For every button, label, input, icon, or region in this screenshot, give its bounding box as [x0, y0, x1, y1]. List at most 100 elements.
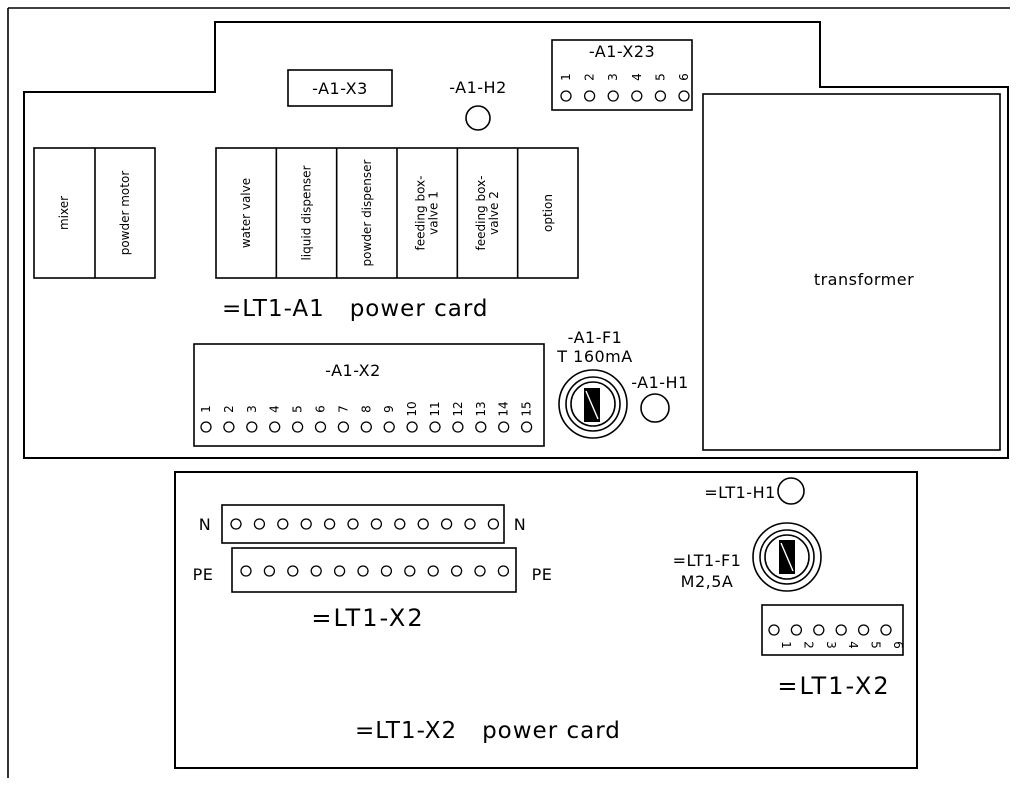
a1-x23-box: [551, 39, 693, 111]
a1-h2-lamp: [465, 105, 491, 131]
lt1-f1-rating: M2,5A: [681, 572, 734, 591]
a1-x23-pin-label: 3: [606, 73, 620, 81]
a1-x23-label: -A1-X23: [589, 42, 655, 61]
pe-terminal-pin: [450, 565, 463, 577]
a1-x2-pin-label: 12: [451, 401, 465, 416]
a1-x23-pin-label: 5: [653, 73, 667, 81]
a1-x2-pin: [291, 421, 304, 433]
lt1-x2-small-pin: [768, 624, 780, 636]
n-terminal-pin: [370, 518, 383, 530]
pe-terminal-row: [231, 547, 517, 593]
a1-x2-pin-label: 11: [428, 401, 442, 416]
a1-x2-pin-label: 10: [405, 401, 419, 416]
pe-terminal-pin: [333, 565, 346, 577]
n-terminal-pin: [253, 518, 266, 530]
n-terminal-pin: [440, 518, 453, 530]
pe-terminal-pin: [497, 565, 510, 577]
lt1-x2-terminal-label: =LT1-X2: [311, 604, 424, 632]
a1-h2-label: -A1-H2: [449, 78, 507, 97]
a1-x2-pin: [360, 421, 372, 433]
n-terminal-pin: [464, 518, 476, 530]
lt1-h1-lamp: [777, 477, 805, 505]
a1-x23-pin: [631, 90, 643, 102]
n-terminal-pin: [347, 518, 359, 530]
n-terminal-pin: [277, 518, 289, 530]
transformer-box: [702, 93, 1001, 451]
n-left-label: N: [199, 515, 211, 534]
n-terminal-row: [221, 504, 505, 544]
lt1-x2-small-pin-label: 1: [779, 641, 793, 649]
a1-x23-pin: [654, 90, 667, 102]
a1-x23-pin: [560, 90, 572, 102]
lt1-x2-small-pin-label: 3: [824, 641, 838, 649]
a1-x23-pin: [583, 90, 596, 102]
pe-left-label: PE: [193, 565, 214, 584]
pe-right-label: PE: [532, 565, 553, 584]
a1-x2-pin: [498, 421, 510, 433]
a1-x3-label: -A1-X3: [312, 79, 368, 98]
a1-x23-pin: [607, 90, 619, 102]
a1-x2-pin-label: 4: [268, 405, 282, 413]
valve-block-label: valve 1: [427, 191, 441, 235]
a1-x2-pin: [200, 421, 212, 433]
lt1-x2-small-label: =LT1-X2: [777, 672, 890, 700]
lt1-x2-small-pin: [880, 624, 892, 636]
a1-x2-pin: [406, 421, 418, 433]
a1-x2-label: -A1-X2: [325, 361, 381, 380]
a1-x2-pin-label: 9: [382, 405, 396, 413]
a1-x23-pin-label: 1: [559, 73, 573, 81]
motor-block-label: mixer: [57, 196, 71, 230]
valve-block-label: feeding box-: [414, 176, 428, 251]
a1-x2-pin: [337, 421, 350, 433]
a1-x2-pin-label: 15: [520, 401, 534, 416]
n-terminal-pin: [230, 518, 242, 530]
lt1-x2-small-pin: [857, 624, 870, 636]
pe-terminal-pin: [240, 565, 252, 577]
a1-h1-label: -A1-H1: [631, 373, 689, 392]
a1-h1-lamp: [640, 393, 670, 423]
a1-x2-box: [193, 343, 545, 447]
a1-x2-pin: [429, 421, 441, 433]
lt1-x2-small-box: [761, 604, 904, 656]
lt1-x2-small-pin: [813, 624, 825, 636]
a1-x2-pin: [246, 421, 258, 433]
n-terminal-pin: [417, 518, 429, 530]
pe-terminal-pin: [427, 565, 439, 577]
pe-terminal-pin: [263, 565, 276, 577]
lt1-board-title: =LT1-X2 power card: [355, 718, 621, 744]
pe-terminal-pin: [404, 565, 416, 577]
a1-x2-pin: [314, 421, 327, 433]
a1-f1-label: -A1-F1: [568, 328, 623, 347]
a1-x2-pin-label: 13: [474, 401, 488, 416]
a1-f1-rating: T 160mA: [556, 347, 632, 366]
valve-block-label: option: [541, 194, 555, 232]
a1-x2-pin-label: 7: [336, 405, 350, 413]
transformer-label: transformer: [814, 270, 914, 289]
a1-x2-pin-label: 14: [497, 401, 511, 416]
n-terminal-pin: [487, 518, 500, 530]
pe-terminal-pin: [287, 565, 299, 577]
a1-f1-fuse-symbol: [558, 369, 628, 439]
valve-block-dividers: [275, 148, 519, 278]
a1-x2-pin: [223, 421, 235, 433]
n-terminal-pin: [323, 518, 336, 530]
a1-x2-pin: [269, 421, 281, 433]
lt1-x2-small-pin-label: 6: [891, 641, 905, 649]
valve-block-label: liquid dispenser: [300, 165, 314, 260]
a1-x2-pin: [475, 421, 487, 433]
valve-block-label: valve 2: [487, 191, 501, 235]
a1-x2-pin-label: 1: [199, 405, 213, 413]
a1-x2-pin-label: 8: [359, 405, 373, 413]
pe-terminal-pin: [357, 565, 369, 577]
a1-x23-pin-label: 6: [677, 73, 691, 81]
valve-block-label: water valve: [239, 178, 253, 248]
lt1-x2-small-pin-label: 4: [846, 641, 860, 649]
pe-terminal-pin: [310, 565, 322, 577]
n-terminal-pin: [300, 518, 312, 530]
lt1-board-outline: [174, 471, 918, 769]
lt1-x2-small-pin: [790, 624, 803, 636]
